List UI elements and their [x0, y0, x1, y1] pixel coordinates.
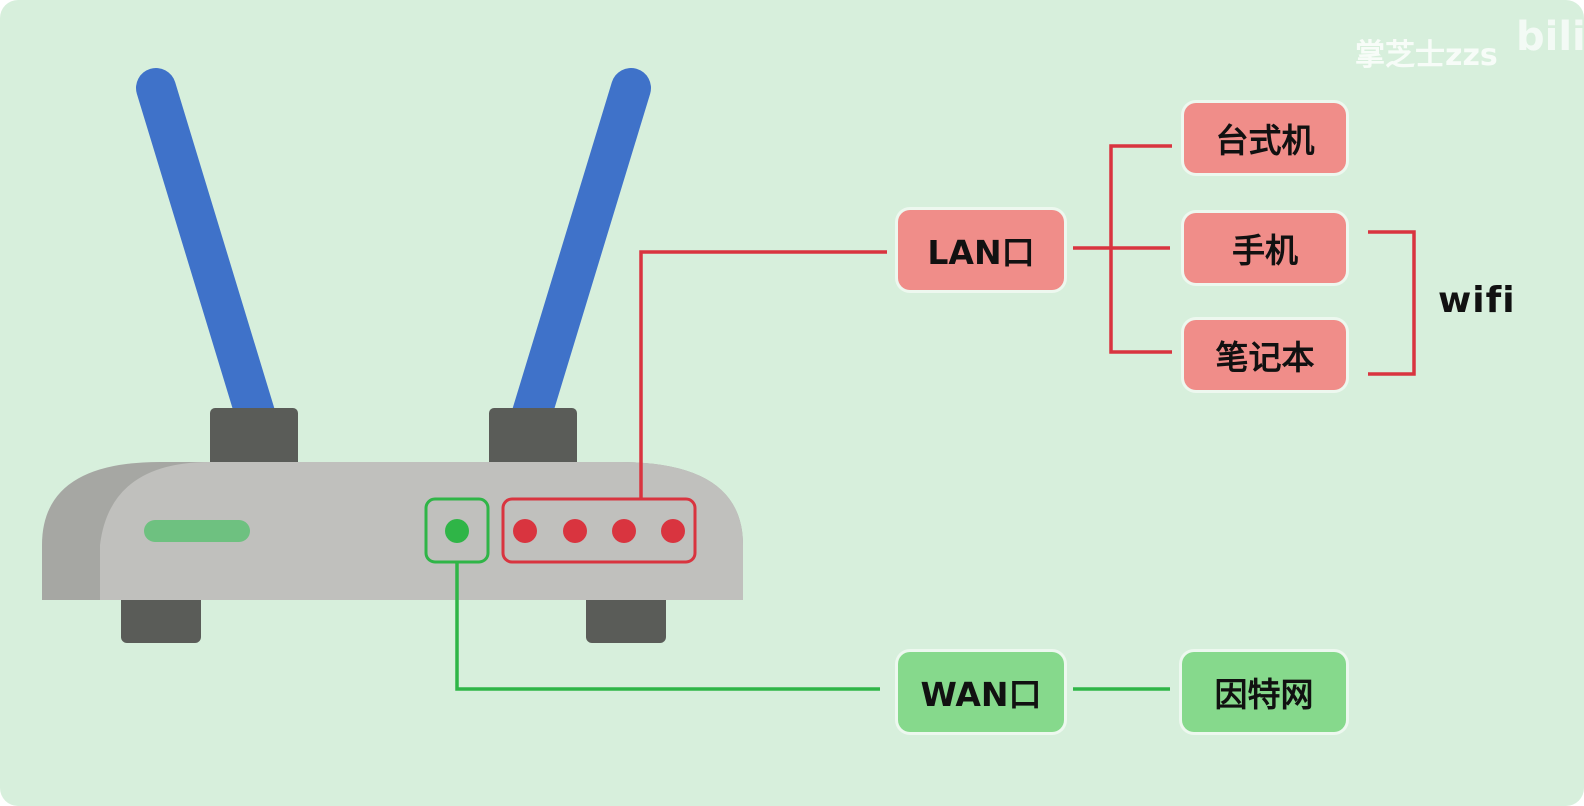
- right-antenna-base: [489, 408, 577, 470]
- device-tree-bracket: [1109, 144, 1172, 354]
- lan-port-1: [513, 519, 537, 543]
- site-logo-watermark: bili: [1516, 14, 1584, 60]
- lan-port-2: [563, 519, 587, 543]
- wifi-label: wifi: [1438, 280, 1516, 321]
- lan-port-label: LAN口: [898, 210, 1064, 290]
- left-antenna-base: [210, 408, 298, 470]
- right-antenna: [510, 68, 651, 440]
- wan-connector-line: [455, 562, 880, 691]
- laptop-label: 笔记本: [1184, 320, 1346, 390]
- lan-port-3: [612, 519, 636, 543]
- lan-port-4: [661, 519, 685, 543]
- wifi-bracket: [1368, 230, 1416, 376]
- wan-port: [445, 519, 469, 543]
- left-antenna: [136, 68, 277, 440]
- phone-label: 手机: [1184, 213, 1346, 283]
- internet-label: 因特网: [1182, 652, 1346, 732]
- author-watermark: 掌芝士zzs: [1355, 38, 1498, 73]
- lan-ports-frame: [501, 497, 697, 564]
- router-body: [100, 462, 743, 600]
- desktop-label: 台式机: [1184, 103, 1346, 173]
- status-light: [144, 520, 250, 542]
- lan-connector-line: [639, 250, 887, 499]
- wan-port-label: WAN口: [898, 652, 1064, 732]
